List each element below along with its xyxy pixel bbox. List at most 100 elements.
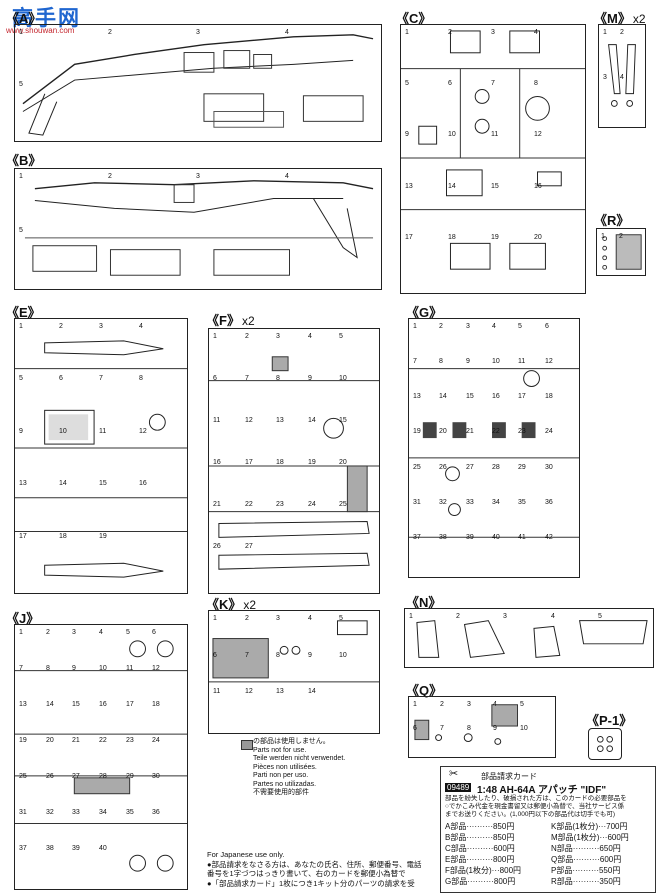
part-number: 9 — [19, 428, 23, 435]
part-number: 42 — [545, 534, 553, 541]
part-number: 2 — [245, 615, 249, 622]
price-row: E部品··········800円 — [445, 854, 514, 865]
part-number: 32 — [439, 499, 447, 506]
part-number: 2 — [439, 323, 443, 330]
part-number: 30 — [152, 773, 160, 780]
part-number: 2 — [440, 701, 444, 708]
price-part: F部品 — [445, 866, 466, 875]
part-number: 1 — [19, 323, 23, 330]
part-number: 28 — [99, 773, 107, 780]
sprue-c-label: 《C》 — [396, 11, 432, 26]
part-number: 14 — [59, 480, 67, 487]
card-body-line: ○でかこみ代金を現金書留又は郵便小為替で、当社サービス係 — [445, 803, 625, 810]
sprue-a-label: 《A》 — [6, 11, 42, 26]
part-number: 19 — [308, 459, 316, 466]
part-number: 13 — [19, 701, 27, 708]
part-number: 15 — [466, 393, 474, 400]
card-body-line: 部品を紛失したり、破損された方は、このカードの必要部品を — [445, 795, 627, 802]
price-dots: ·········· — [466, 855, 493, 864]
part-number: 8 — [46, 665, 50, 672]
part-number: 19 — [491, 234, 499, 241]
sprue-p1-label: 《P-1》 — [586, 713, 633, 728]
price-dots: ·········· — [572, 877, 600, 886]
part-number: 4 — [551, 613, 555, 620]
price-dots: ·········· — [466, 822, 493, 831]
part-number: 2 — [456, 613, 460, 620]
price-part: B部品 — [445, 833, 467, 842]
part-number: 18 — [59, 533, 67, 540]
part-number: 5 — [19, 375, 23, 382]
part-number: 14 — [448, 183, 456, 190]
not-for-use-line: の部品は使用しません。 — [253, 738, 330, 745]
part-number: 1 — [19, 173, 23, 180]
part-number: 11 — [99, 428, 107, 435]
price-price: 600円 — [607, 833, 629, 842]
part-number: 24 — [152, 737, 160, 744]
part-number: 12 — [152, 665, 160, 672]
price-part: M部品 — [551, 833, 574, 842]
part-number: 38 — [46, 845, 54, 852]
price-dots: (1枚分)··· — [465, 866, 500, 875]
part-number: 15 — [339, 417, 347, 424]
part-number: 16 — [99, 701, 107, 708]
price-row: G部品··········800円 — [445, 876, 515, 887]
price-price: 800円 — [499, 866, 522, 875]
price-price: 600円 — [599, 855, 622, 864]
part-number: 3 — [466, 323, 470, 330]
japanese-order-note: For Japanese use only. ●部品請求をなさる方は、あなたの氏… — [207, 850, 437, 888]
part-number: 35 — [126, 809, 134, 816]
part-number: 36 — [152, 809, 160, 816]
price-row: M部品(1枚分)···600円 — [551, 832, 629, 843]
price-dots: ·········· — [572, 866, 599, 875]
logo-url: www.shouwan.com — [6, 26, 75, 35]
part-number: 8 — [439, 358, 443, 365]
sprue-e-label: 《E》 — [6, 305, 41, 320]
part-number: 3 — [467, 701, 471, 708]
part-number: 16 — [492, 393, 500, 400]
part-number: 22 — [99, 737, 107, 744]
price-row: R部品··········350円 — [551, 876, 621, 887]
part-number: 6 — [213, 375, 217, 382]
part-number: 39 — [72, 845, 80, 852]
part-number: 25 — [19, 773, 27, 780]
part-number: 2 — [108, 173, 112, 180]
part-number: 15 — [72, 701, 80, 708]
part-number: 5 — [126, 629, 130, 636]
part-number: 5 — [19, 81, 23, 88]
price-dots: ·········· — [466, 833, 493, 842]
part-number: 10 — [99, 665, 107, 672]
part-number: 3 — [491, 29, 495, 36]
part-number: 40 — [99, 845, 107, 852]
card-title: 部品請求カード — [481, 772, 537, 781]
part-number: 31 — [19, 809, 27, 816]
sprue-f-label: 《F》x2 — [206, 313, 255, 328]
card-body-line: までお送りください。(1,000円以下の部品代は切手でも可) — [445, 811, 616, 818]
part-number: 18 — [545, 393, 553, 400]
part-number: 6 — [59, 375, 63, 382]
part-number: 7 — [245, 375, 249, 382]
part-number: 3 — [603, 74, 607, 81]
part-number: 9 — [405, 131, 409, 138]
price-dots: ·········· — [466, 844, 494, 853]
part-number: 27 — [245, 543, 253, 550]
price-price: 700円 — [606, 822, 628, 831]
part-number: 20 — [439, 428, 447, 435]
part-number: 4 — [308, 615, 312, 622]
part-number: 3 — [503, 613, 507, 620]
logo-brand: 高手网 — [12, 6, 81, 30]
not-for-use-line: 不需要使用的部件 — [253, 789, 309, 796]
part-number: 22 — [492, 428, 500, 435]
part-number: 40 — [492, 534, 500, 541]
part-number: 15 — [491, 183, 499, 190]
part-number: 13 — [413, 393, 421, 400]
part-number: 9 — [308, 652, 312, 659]
price-part: G部品 — [445, 877, 468, 886]
part-number: 1 — [213, 333, 217, 340]
part-number: 5 — [405, 80, 409, 87]
part-number: 1 — [413, 701, 417, 708]
part-number: 19 — [19, 737, 27, 744]
